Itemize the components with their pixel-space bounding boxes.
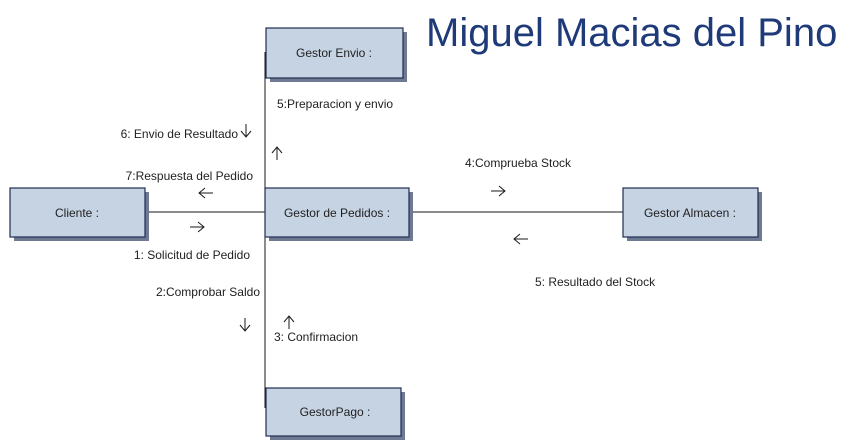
arrow-right-1 [190,221,205,233]
message-2-comprobar-saldo: 2:Comprobar Saldo [156,285,260,299]
message-7-respuesta: 7:Respuesta del Pedido [126,169,254,183]
gestor-almacen-label: Gestor Almacen : [644,206,736,220]
object-gestor-envio[interactable]: Gestor Envio : [265,27,407,82]
arrow-down-2 [239,318,251,332]
object-gestor-pedidos[interactable]: Gestor de Pedidos : [264,187,413,241]
message-6-envio-resultado: 6: Envio de Resultado [121,127,239,141]
object-gestor-pago[interactable]: GestorPago : [265,387,405,440]
arrow-right-4 [491,185,506,197]
gestor-envio-label: Gestor Envio : [296,46,372,60]
gestor-pedidos-label: Gestor de Pedidos : [284,206,390,220]
gestor-pago-label: GestorPago : [300,405,371,419]
object-cliente[interactable]: Cliente : [9,187,149,241]
cliente-label: Cliente : [55,206,99,220]
message-5-resultado-stock: 5: Resultado del Stock [535,275,656,289]
message-3-confirmacion: 3: Confirmacion [274,330,358,344]
arrow-up-5 [271,146,283,160]
arrow-up-3 [283,315,295,329]
object-gestor-almacen[interactable]: Gestor Almacen : [622,187,762,241]
message-5-preparacion: 5:Preparacion y envio [277,97,393,111]
message-4-comprueba-stock: 4:Comprueba Stock [465,156,572,170]
diagram-title: Miguel Macias del Pino [426,11,837,55]
message-1-solicitud: 1: Solicitud de Pedido [134,248,250,262]
arrow-left-7 [198,187,213,199]
arrow-left-5 [513,233,528,245]
arrow-down-6 [240,124,252,138]
